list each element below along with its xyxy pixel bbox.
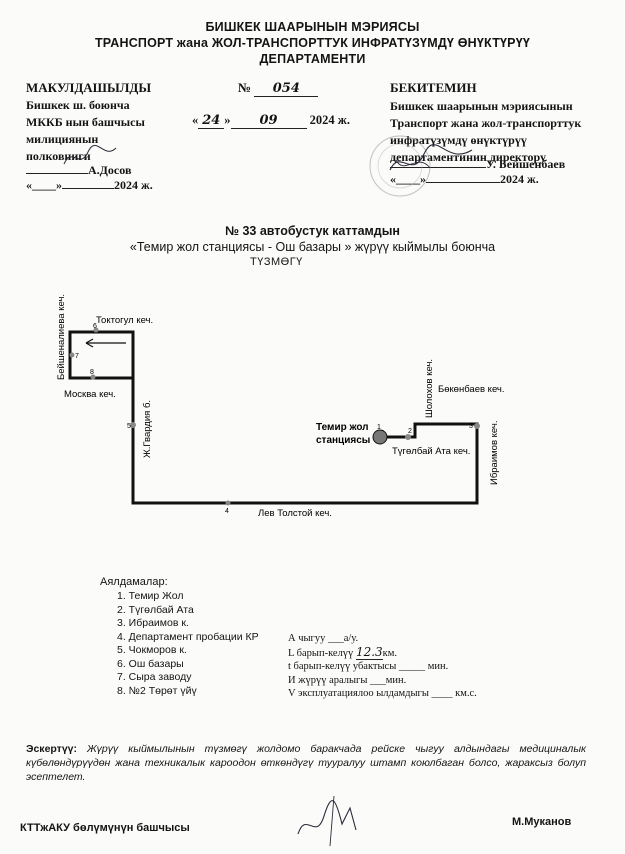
header-line-1: БИШКЕК ШААРЫНЫН МЭРИЯСЫ (205, 20, 420, 34)
seal-stamp-icon (369, 135, 473, 197)
street-temir-jol-1: Темир жол (316, 422, 369, 433)
stop-marker-4 (225, 500, 231, 506)
approved-line-1: Бишкек ш. боюнча (26, 98, 130, 112)
approved-date: «____» 2024 ж. (26, 178, 153, 193)
param-departures: А чыгуу ___а/у. (288, 633, 359, 644)
stop-marker-2 (405, 434, 411, 440)
footer-right: М.Муканов (512, 816, 572, 828)
street-beishenalieva: Бейшеналиева кеч. (56, 294, 67, 380)
confirmed-date: «____» 2024 ж. (390, 172, 539, 187)
list-item: 3. Ибраимов к. (117, 617, 189, 629)
footer-signature-icon (297, 795, 357, 847)
param-length-value: 12.3 (355, 644, 383, 660)
street-lev-tolstoy: Лев Толстой кеч. (258, 508, 332, 519)
street-toktogul: Токтогул кеч. (96, 315, 153, 326)
doc-date: «24»09 2024 ж. (192, 113, 350, 129)
confirmed-line-4: департаментинин директору (390, 150, 546, 164)
header-line-3: ДЕПАРТАМЕНТИ (259, 52, 366, 66)
note-label: Эскертүү: (26, 743, 77, 755)
param-operating-speed: V эксплуатациялоо ылдамдыгы ____ км.с. (288, 688, 477, 699)
approved-date-year: 2024 ж. (114, 178, 153, 192)
approved-block: МАКУЛДАШЫЛДЫ Бишкек ш. боюнча МККБ нын б… (26, 80, 216, 164)
stop-number-7: 7 (75, 353, 79, 360)
approved-date-quote: «____» (26, 178, 62, 192)
note: Эскертүү: Жүрүү кыймылынын түзмөгү жолдо… (26, 742, 586, 784)
direction-arrowhead (85, 338, 94, 348)
street-ibraimov: Ибраимов кеч. (489, 421, 500, 485)
route-line (68, 330, 479, 505)
street-tugolbai: Түгөлбай Ата кеч. (392, 446, 470, 457)
stops-title: Аялдамалар: (100, 576, 168, 588)
param-length-label: L барып-келүү (288, 647, 354, 659)
approved-line-2: МККБ нын башчысы (26, 115, 145, 129)
stop-number-1: 1 (377, 424, 381, 431)
doc-number-value: 054 (254, 81, 319, 97)
doc-date-day: 24 (198, 113, 225, 129)
stop-marker-1 (372, 429, 388, 445)
stop-number-3: 3 (469, 423, 473, 430)
stops-list: 1. Темир Жол 2. Түгөлбай Ата 3. Ибраимов… (117, 590, 259, 698)
stop-marker-5 (130, 422, 136, 428)
param-length: L барып-келүү 12.3км. (288, 644, 477, 661)
footer-left: КТТжАКУ бөлүмүнүн башчысы (20, 822, 190, 834)
doc-date-year: 2024 ж. (309, 113, 350, 127)
note-text: Жүрүү кыймылынын түзмөгү жолдомо баракча… (26, 743, 586, 783)
stop-number-6: 6 (93, 323, 97, 330)
stop-marker-8 (90, 374, 96, 380)
approved-line-3: милициянын (26, 132, 99, 146)
approved-line-4: полковниги (26, 149, 91, 163)
confirmed-date-quote: «____» (390, 172, 426, 186)
param-length-unit: км. (382, 647, 398, 659)
approved-name: А.Досов (88, 163, 132, 177)
stop-number-2: 2 (408, 428, 412, 435)
street-sholokhov: Шолохов кеч. (424, 359, 435, 418)
list-item: 7. Сыра заводу (117, 671, 192, 683)
stop-number-5: 5 (127, 423, 131, 430)
approved-signature-icon (63, 144, 117, 165)
street-moskva: Москва кеч. (64, 389, 116, 400)
street-zh-gvardia: Ж.Гвардия б. (142, 400, 153, 458)
route-parameters: А чыгуу ___а/у. L барып-келүү 12.3км. t … (288, 632, 477, 701)
param-interval: И жүрүү аралыгы ___мин. (288, 674, 407, 686)
list-item: 4. Департамент пробации КР (117, 630, 259, 643)
street-bokonbaev: Бөкөнбаев кеч. (438, 384, 505, 395)
param-round-trip-time: t барып-келүү убактысы _____ мин. (288, 661, 449, 672)
stop-number-8: 8 (90, 369, 94, 376)
scheme-title-line-3: ТҮЗМӨГҮ (250, 256, 303, 268)
scheme-title-line-2: «Темир жол станциясы - Ош базары » жүрүү… (129, 240, 496, 254)
stop-marker-6 (93, 327, 99, 333)
confirmed-title: БЕКИТЕМИН (390, 80, 477, 95)
confirmed-line-1: Бишкек шаарынын мэриясынын (390, 99, 573, 113)
confirmed-line-2: Транспорт жана жол-транспорттук (390, 116, 582, 130)
doc-number-sign: № (238, 80, 252, 95)
doc-number: № 054 (238, 80, 319, 97)
stop-marker-7 (69, 352, 75, 358)
route-map: 1 2 3 4 5 6 7 8 Бейшеналиева кеч. Токтог… (56, 294, 505, 519)
street-temir-jol-2: станциясы (316, 435, 370, 446)
list-item: 6. Ош базары (117, 657, 184, 670)
list-item: 5. Чокморов к. (117, 644, 187, 656)
list-item: 1. Темир Жол (117, 590, 184, 602)
list-item: 8. №2 Төрөт үйү (117, 684, 197, 697)
scheme-title-line-1: № 33 автобустук каттамдын (225, 224, 400, 238)
confirmed-line-3: инфратүзүмдү өнүктүрүү (390, 133, 527, 147)
confirmed-signature-line: У. Бейшенбаев (390, 157, 565, 172)
confirmed-block: БЕКИТЕМИН Бишкек шаарынын мэриясынын Тра… (390, 80, 610, 165)
confirmed-name: У. Бейшенбаев (486, 157, 566, 171)
approved-signature-line: А.Досов (26, 163, 131, 178)
confirmed-date-year: 2024 ж. (500, 172, 539, 186)
header-line-2: ТРАНСПОРТ жана ЖОЛ-ТРАНСПОРТТУК ИНФРАТҮЗ… (94, 36, 531, 50)
list-item: 2. Түгөлбай Ата (117, 603, 194, 616)
stop-marker-3 (474, 423, 480, 429)
approved-title: МАКУЛДАШЫЛДЫ (26, 80, 152, 95)
stop-number-4: 4 (225, 508, 229, 515)
doc-date-month: 09 (230, 113, 307, 129)
